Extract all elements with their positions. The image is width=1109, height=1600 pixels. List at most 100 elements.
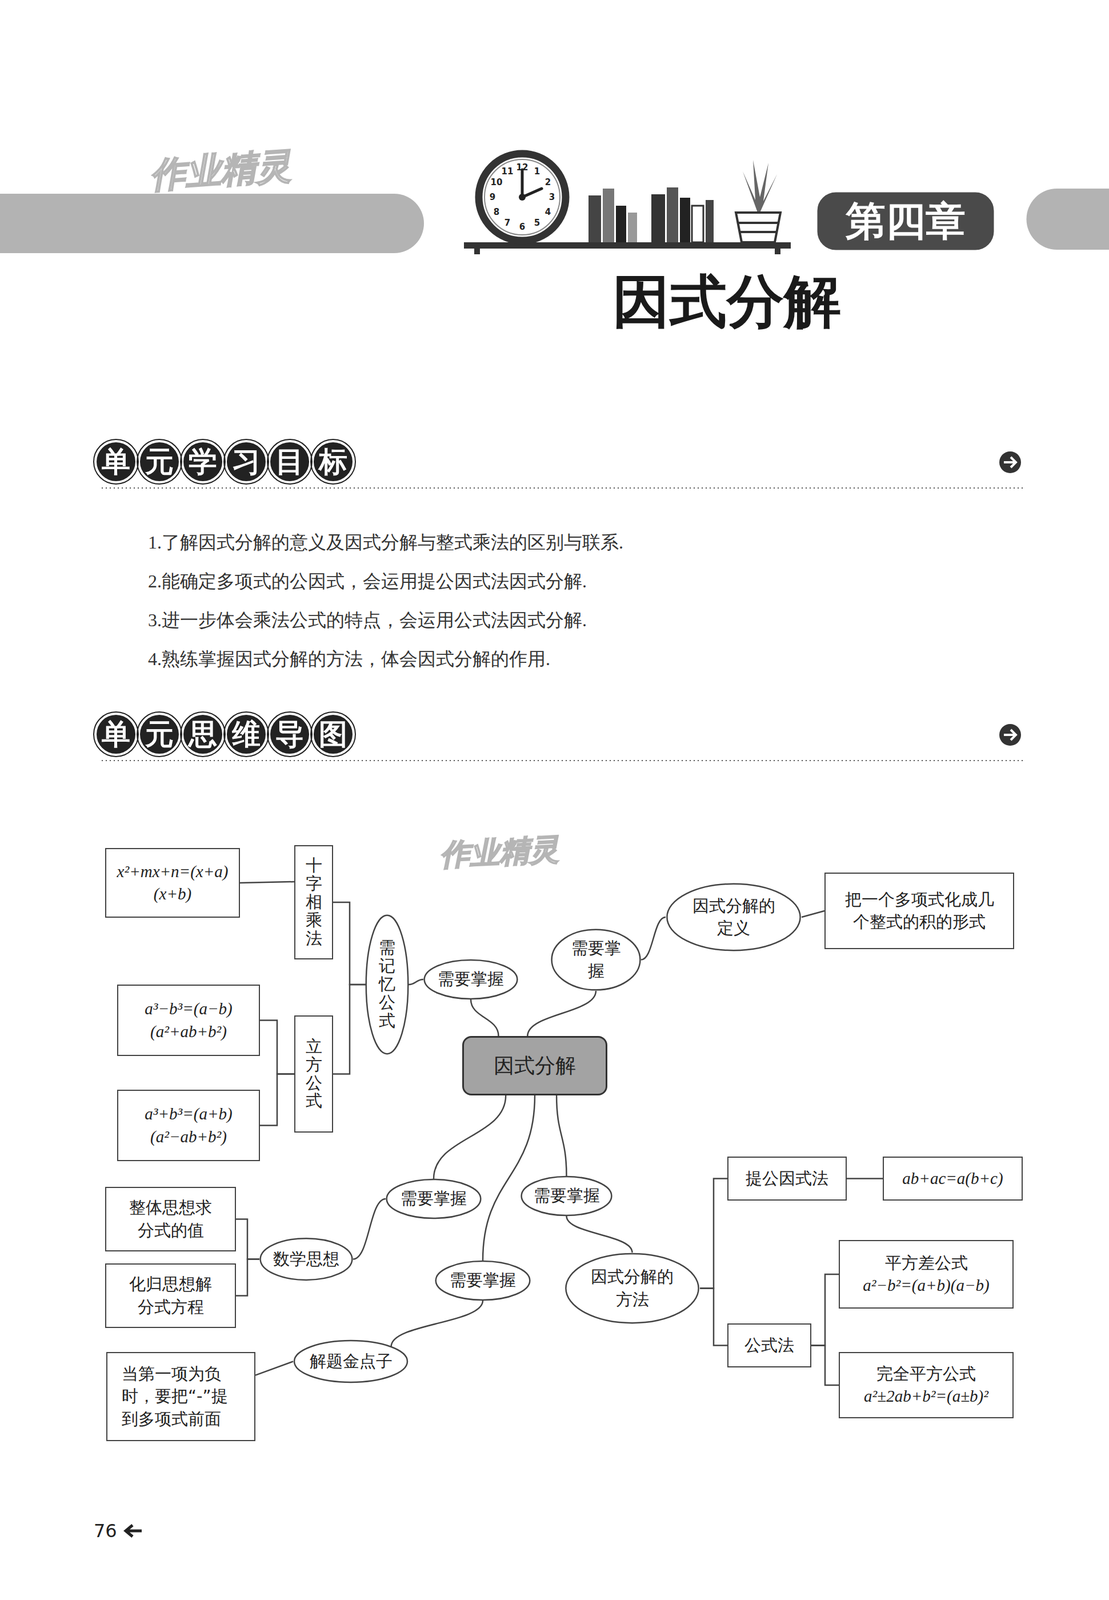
- ellipse-shape: [366, 915, 409, 1055]
- node-content: a³−b³=(a−b)(a²+ab+b²): [125, 997, 252, 1043]
- node-text: 公式法: [735, 1334, 804, 1357]
- topic-box: 提公因式法: [727, 1156, 847, 1201]
- watermark: 作业精灵: [439, 832, 560, 874]
- heading-circles: [93, 439, 356, 757]
- node-text: 完全平方公式: [846, 1362, 1006, 1385]
- node-text: 数学思想: [271, 1247, 341, 1271]
- node-text: 需记忆公式: [378, 938, 396, 1030]
- node-content: 需要掌握: [533, 1184, 600, 1207]
- objective-item: 2.能确定多项式的公因式，会运用提公因式法因式分解.: [147, 570, 587, 592]
- node-text: 解题金点子: [305, 1350, 396, 1373]
- clock-pin: [518, 193, 526, 201]
- ellipse-shape: [386, 1179, 482, 1219]
- node-content: 因式分解的方法: [585, 1265, 680, 1311]
- shelf-foot: [474, 248, 480, 255]
- node-content: 因式分解的定义: [686, 894, 782, 940]
- topic-box: a³−b³=(a−b)(a²+ab+b²): [117, 984, 260, 1056]
- pot-stripe: [739, 230, 777, 234]
- plant-leaves: [742, 159, 778, 213]
- connector: [556, 1095, 567, 1176]
- node-content: 立方公式: [302, 1037, 326, 1111]
- clock-numeral: 7: [504, 218, 511, 228]
- header-band: [0, 193, 424, 254]
- topic-box: ab+ac=a(b+c): [882, 1156, 1023, 1201]
- topic-box: 完全平方公式a²±2ab+b²=(a±b)²: [838, 1351, 1014, 1419]
- node-content: 把一个多项式化成几个整式的积的形式: [842, 888, 996, 934]
- node-text: 平方差公式: [846, 1251, 1006, 1275]
- connector: [235, 1259, 260, 1296]
- connector: [333, 984, 366, 1075]
- topic-ellipse: 需要掌握: [520, 1175, 613, 1216]
- node-content: 十字相乘法: [302, 856, 326, 948]
- connector: [470, 999, 499, 1036]
- topic-box: a³+b³=(a+b)(a²−ab+b²): [117, 1089, 260, 1161]
- node-content: 需要掌握: [398, 1187, 470, 1210]
- clock-rim: [478, 153, 566, 241]
- ellipse-shape: [260, 1238, 353, 1280]
- clock-numeral: 9: [489, 193, 496, 202]
- formula-text: x²+mx+n=(x+a)(x+b): [113, 860, 232, 906]
- node-text: 提公因式法: [735, 1167, 839, 1190]
- connector: [801, 910, 825, 918]
- node-content: 化归思想解分式方程: [124, 1272, 217, 1318]
- pot-stripe: [738, 221, 779, 224]
- minute-hand: [521, 169, 524, 198]
- node-content: ab+ac=a(b+c): [890, 1167, 1015, 1190]
- topic-box: 平方差公式a²−b²=(a+b)(a−b): [838, 1239, 1014, 1309]
- node-content: 需要掌握: [447, 1268, 519, 1292]
- book: [666, 187, 679, 243]
- node-text: 需要掌握: [447, 1268, 519, 1292]
- connector: [699, 1288, 728, 1346]
- page-arrow: [125, 1524, 142, 1537]
- clock-inner-ring: [484, 159, 560, 235]
- connector: [527, 990, 596, 1036]
- topic-box: 十字相乘法: [294, 845, 334, 960]
- book: [627, 212, 638, 243]
- node-text: 需要掌握: [398, 1187, 470, 1210]
- plant-pot: [735, 159, 781, 243]
- shelf-foot: [774, 248, 781, 255]
- topic-box: 整体思想求分式的值: [105, 1186, 236, 1252]
- node-content: 因式分解: [470, 1051, 599, 1080]
- chapter-number: 第四章: [816, 191, 995, 251]
- node-text: 立方公式: [305, 1037, 323, 1111]
- objective-item: 4.熟练掌握因式分解的方法，体会因式分解的作用.: [147, 648, 551, 670]
- node-content: 需记忆公式: [372, 938, 402, 1030]
- node-content: a³+b³=(a+b)(a²−ab+b²): [125, 1102, 252, 1148]
- clock-numeral: 1: [534, 166, 540, 176]
- formula-text: a³−b³=(a−b)(a²+ab+b²): [125, 997, 252, 1043]
- dotted-rule: [101, 759, 1026, 762]
- objective-item: 1.了解因式分解的意义及因式分解与整式乘法的区别与联系.: [147, 531, 624, 554]
- topic-box: 把一个多项式化成几个整式的积的形式: [824, 872, 1015, 950]
- topic-ellipse: 需要掌握: [423, 959, 519, 1000]
- node-text: 因式分解的方法: [585, 1265, 680, 1311]
- page-number: 76: [93, 1520, 118, 1542]
- clock-numeral: 3: [549, 193, 555, 202]
- ellipse-outline: [550, 928, 642, 991]
- topic-ellipse: 需要掌握: [434, 1260, 531, 1301]
- node-text: 十字相乘法: [305, 856, 323, 948]
- connector: [259, 1020, 295, 1075]
- node-text: 需要掌握: [435, 967, 506, 991]
- formula-text: a²±2ab+b²=(a±b)²: [846, 1384, 1006, 1408]
- clock-numeral: 2: [545, 178, 551, 187]
- pot: [735, 212, 781, 243]
- books: [588, 187, 714, 243]
- formula-text: a³+b³=(a+b)(a²−ab+b²): [125, 1102, 252, 1148]
- node-content: 需要掌握: [435, 967, 506, 991]
- clock-numeral: 4: [545, 207, 551, 217]
- connector: [699, 1178, 728, 1289]
- clock-numeral: 5: [534, 218, 540, 228]
- topic-ellipse: 解题金点子: [293, 1339, 409, 1383]
- clock-numeral: 6: [519, 222, 526, 232]
- shelf: [463, 242, 791, 255]
- topic-box: 化归思想解分式方程: [105, 1263, 236, 1328]
- topic-ellipse: 因式分解的定义: [665, 882, 802, 952]
- connector: [259, 1074, 295, 1126]
- node-content: 整体思想求分式的值: [124, 1196, 217, 1241]
- clock-numeral: 8: [493, 207, 500, 217]
- connector: [482, 1095, 535, 1261]
- connector: [811, 1345, 839, 1386]
- node-text: 化归思想解分式方程: [124, 1272, 217, 1318]
